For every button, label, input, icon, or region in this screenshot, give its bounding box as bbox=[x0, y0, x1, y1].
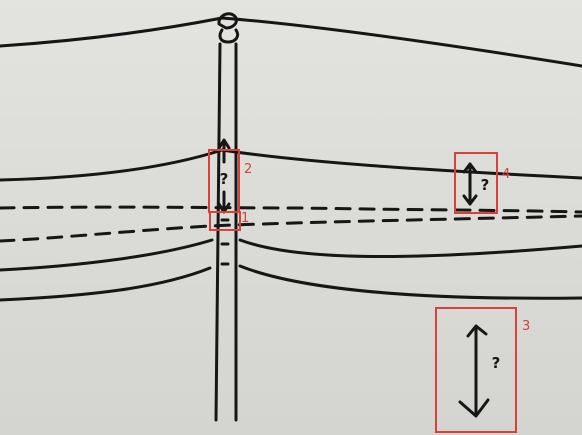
uncertainty-box-1 bbox=[209, 211, 241, 231]
surface-line bbox=[0, 16, 582, 68]
horizon-middle-right bbox=[238, 238, 582, 259]
box-3-double-arrow bbox=[458, 324, 490, 418]
horizon-dashed-2 bbox=[0, 214, 582, 243]
horizon-lower-left bbox=[0, 266, 212, 302]
horizon-dashed-1 bbox=[0, 205, 582, 214]
horizon-lower-right bbox=[238, 264, 582, 300]
horizon-middle-left bbox=[0, 238, 214, 272]
uncertainty-box-3 bbox=[435, 307, 517, 433]
wellbore-left-wall bbox=[214, 42, 222, 422]
box-4-double-arrow bbox=[462, 162, 478, 206]
wellhead bbox=[217, 12, 238, 30]
uncertainty-box-4 bbox=[454, 152, 498, 214]
wellhead-collar bbox=[218, 28, 240, 44]
box-label-2: 2 bbox=[244, 162, 252, 177]
well-down-arrow bbox=[217, 190, 231, 214]
well-tick-marks bbox=[220, 218, 230, 266]
box-3-question-mark: ? bbox=[492, 354, 501, 372]
box-label-4: 4 bbox=[502, 167, 510, 182]
box-label-1: 1 bbox=[241, 211, 249, 226]
box-4-question-mark: ? bbox=[481, 176, 490, 194]
box-label-3: 3 bbox=[522, 319, 530, 334]
horizon-upper bbox=[0, 148, 582, 182]
well-question-mark: ? bbox=[220, 170, 229, 188]
well-up-arrow bbox=[217, 138, 231, 164]
